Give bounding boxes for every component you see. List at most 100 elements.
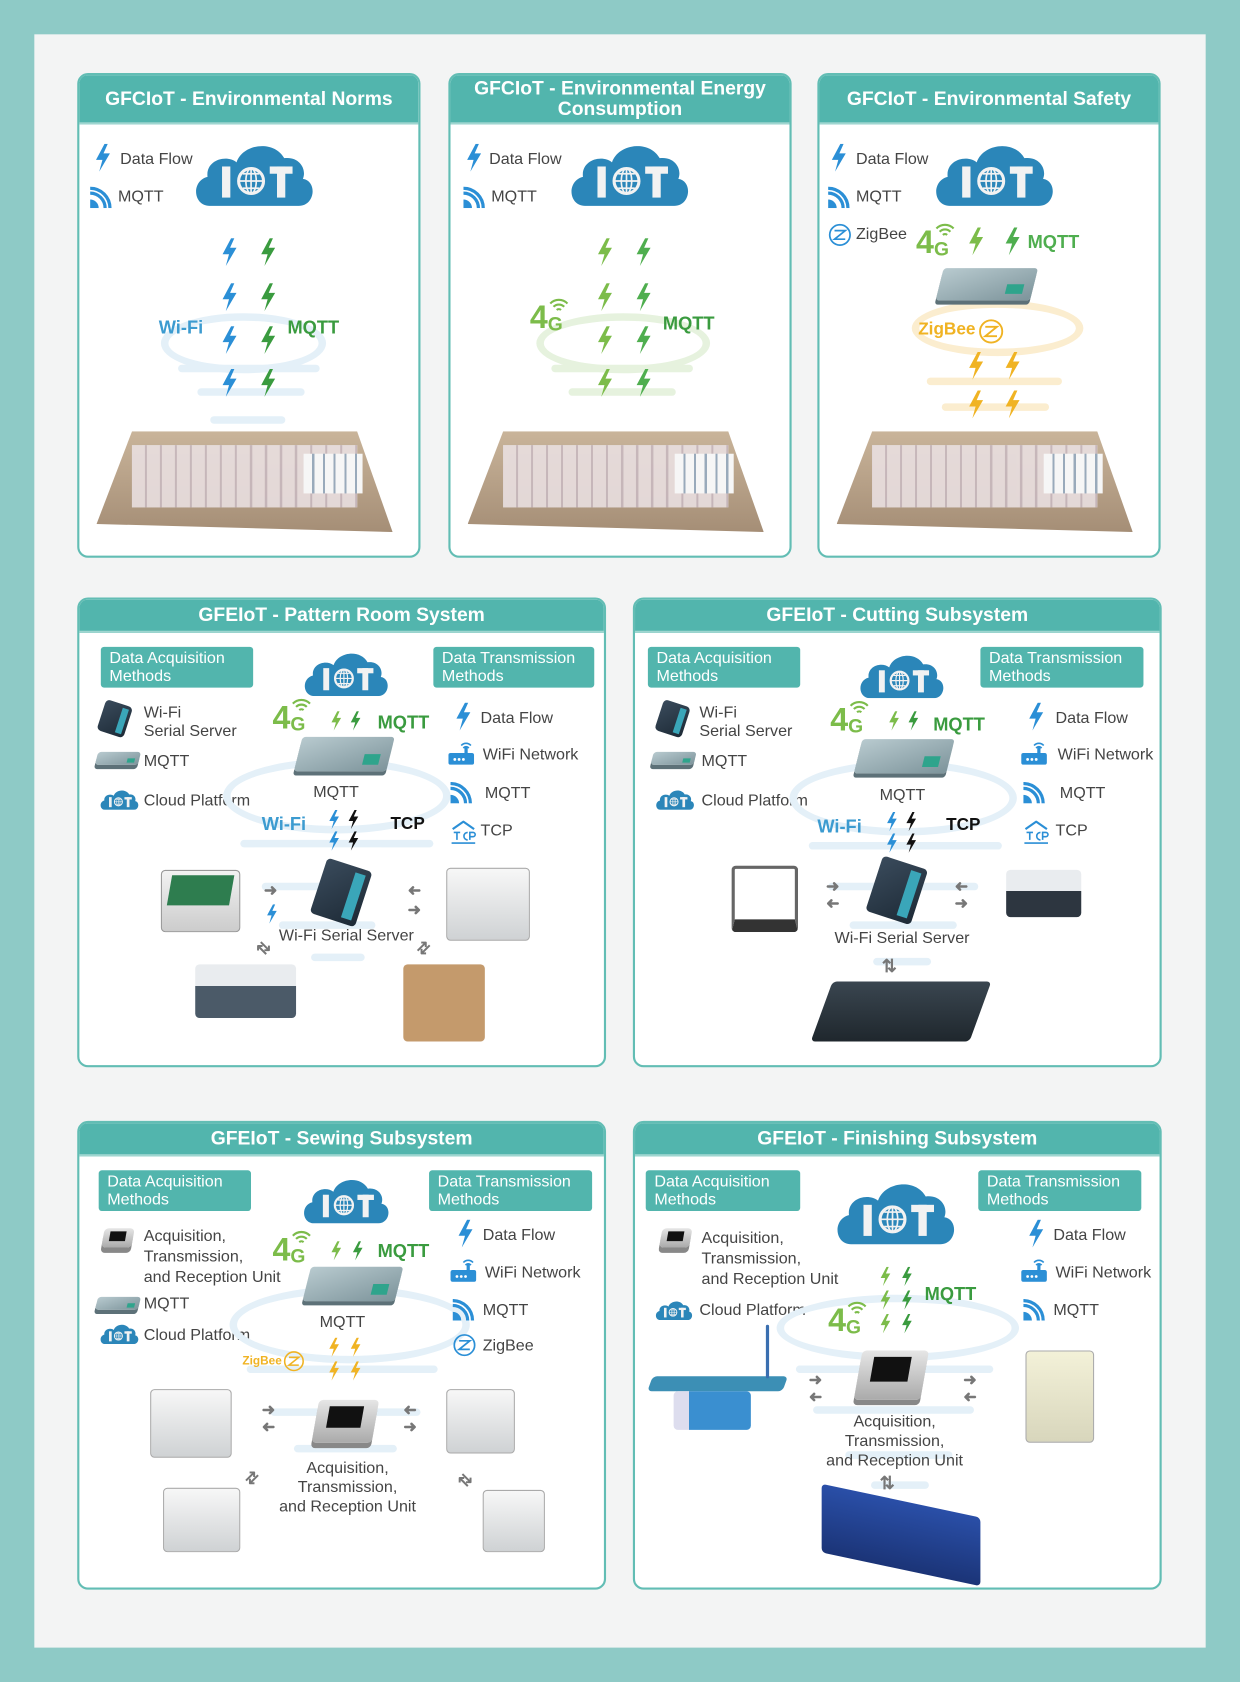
data-acquisition-methods-tag: Data Acquisition Methods xyxy=(100,646,254,688)
arrow-diagonal-icon: ⇅ xyxy=(454,1469,478,1493)
wifi-serial-server-device xyxy=(865,855,929,926)
bolt-icon xyxy=(907,711,919,730)
zigbee-icon xyxy=(453,1333,477,1357)
wifi-serial-server-image xyxy=(96,699,134,739)
cloud-platform-icon xyxy=(654,788,695,809)
arrow-up-down-icon: ⇅ xyxy=(879,1472,895,1494)
bolt-icon xyxy=(260,326,277,354)
bolt-icon xyxy=(260,238,277,266)
zigbee-label: ZigBee xyxy=(918,320,976,339)
mqtt-icon xyxy=(463,187,487,208)
unit-label: Acquisition, Transmission, and Reception… xyxy=(279,1458,416,1516)
buttonhole-machine-image xyxy=(482,1489,545,1553)
pattern-cutting-table-image xyxy=(160,869,241,933)
signal-arc xyxy=(210,416,286,424)
panel-cutting-subsystem: GFEIoT - Cutting Subsystem Data Acquisit… xyxy=(632,597,1162,1068)
signal-arc xyxy=(941,403,1050,411)
arrow-left-icon: ➜ xyxy=(403,1400,417,1420)
acquisition-unit-image xyxy=(659,1228,693,1248)
zigbee-icon xyxy=(828,223,852,247)
data-transmission-methods-tag: Data Transmission Methods xyxy=(433,646,595,688)
signal-arc xyxy=(278,921,376,929)
signal-arc xyxy=(197,388,305,396)
wifi-arcs-icon xyxy=(292,698,311,711)
trans-item: Data Flow xyxy=(1055,709,1128,728)
4g-letter: G xyxy=(547,313,563,335)
arrow-left-icon: ➜ xyxy=(808,1388,823,1407)
signal-arc xyxy=(845,1451,953,1459)
4g-letter: G xyxy=(933,238,949,260)
acq-item: MQTT xyxy=(143,751,190,771)
arrow-left-icon: ➜ xyxy=(261,1418,276,1437)
wifi-router-icon xyxy=(451,1258,477,1282)
panel-sewing-subsystem: GFEIoT - Sewing Subsystem Data Acquisiti… xyxy=(77,1120,607,1590)
signal-arc xyxy=(311,953,365,962)
trans-item: ZigBee xyxy=(482,1336,534,1355)
bolt-icon xyxy=(352,1241,364,1260)
4g-icon: 4G xyxy=(916,227,949,262)
unit-label: Acquisition, Transmission, and Reception… xyxy=(826,1412,964,1470)
data-acquisition-methods-tag: Data Acquisition Methods xyxy=(647,646,801,688)
bolt-icon xyxy=(901,1314,913,1333)
mqtt-icon xyxy=(453,1299,477,1320)
signal-arc xyxy=(813,1406,974,1414)
bolt-icon xyxy=(901,1267,913,1286)
data-acquisition-methods-tag: Data Acquisition Methods xyxy=(98,1170,252,1212)
bolt-icon xyxy=(880,1290,892,1309)
4g-icon: 4G xyxy=(272,1235,305,1270)
bolt-icon xyxy=(1004,227,1021,255)
bolt-icon xyxy=(1004,352,1021,380)
panel-title: GFCIoT - Environmental Energy Consumptio… xyxy=(450,75,790,125)
bolt-icon xyxy=(635,283,652,311)
bolt-icon xyxy=(330,711,342,730)
panel-title: GFEIoT - Sewing Subsystem xyxy=(79,1123,604,1157)
acq-item: Acquisition, Transmission, and Reception… xyxy=(143,1227,281,1287)
mqtt-label: MQTT xyxy=(1027,231,1080,253)
signal-arc xyxy=(926,377,1062,386)
arrow-diagonal-icon: ⇅ xyxy=(252,937,276,960)
panel-title: GFCIoT - Environmental Safety xyxy=(819,75,1159,125)
factory-floor-plan xyxy=(467,431,764,533)
bolt-icon xyxy=(260,369,277,397)
bolt-icon xyxy=(221,369,238,397)
legend-mqtt: MQTT xyxy=(491,187,537,206)
factory-floor-plan xyxy=(96,431,393,533)
signal-arc xyxy=(551,364,693,373)
trans-item: Data Flow xyxy=(482,1226,556,1245)
data-acquisition-methods-tag: Data Acquisition Methods xyxy=(645,1170,801,1212)
arrow-diagonal-icon: ⇅ xyxy=(411,937,435,960)
4g-letter: G xyxy=(290,1245,306,1267)
panel-title: GFEIoT - Cutting Subsystem xyxy=(635,599,1160,633)
trans-item: WiFi Network xyxy=(1057,745,1154,764)
bolt-icon xyxy=(455,703,472,731)
4g-digit: 4 xyxy=(529,300,548,336)
iot-cloud-icon xyxy=(300,1175,390,1224)
mqtt-label: MQTT xyxy=(287,317,340,338)
laser-cutter-image xyxy=(195,964,297,1018)
device-label: MQTT xyxy=(313,783,359,802)
mqtt-label: MQTT xyxy=(377,1241,430,1262)
bolt-icon xyxy=(94,144,111,172)
4g-digit: 4 xyxy=(272,1232,291,1268)
acq-item: MQTT xyxy=(701,751,748,771)
wifi-serial-server-image xyxy=(654,699,691,739)
ironing-table-image xyxy=(673,1391,751,1430)
bolt-icon xyxy=(886,833,898,852)
4g-icon: 4G xyxy=(272,703,305,738)
signal-arc xyxy=(240,839,434,848)
panel-title: GFEIoT - Pattern Room System xyxy=(79,599,604,633)
bartack-machine-image xyxy=(446,1389,515,1454)
mqtt-gateway-image xyxy=(94,1296,142,1310)
trans-item: MQTT xyxy=(482,1301,529,1320)
acquisition-unit-image xyxy=(101,1228,135,1248)
wifi-arcs-icon xyxy=(935,223,954,236)
mqtt-icon xyxy=(828,187,852,208)
trans-item: WiFi Network xyxy=(484,1263,581,1282)
bolt-icon xyxy=(350,1361,362,1380)
mqtt-gateway-device xyxy=(935,268,1039,301)
signal-arc xyxy=(568,388,676,396)
panel-environmental-energy-consumption: GFCIoT - Environmental Energy Consumptio… xyxy=(448,72,792,558)
bolt-icon xyxy=(596,326,613,354)
wifi-router-icon xyxy=(1021,741,1047,765)
acq-item: Acquisition, Transmission, and Reception… xyxy=(701,1229,839,1289)
